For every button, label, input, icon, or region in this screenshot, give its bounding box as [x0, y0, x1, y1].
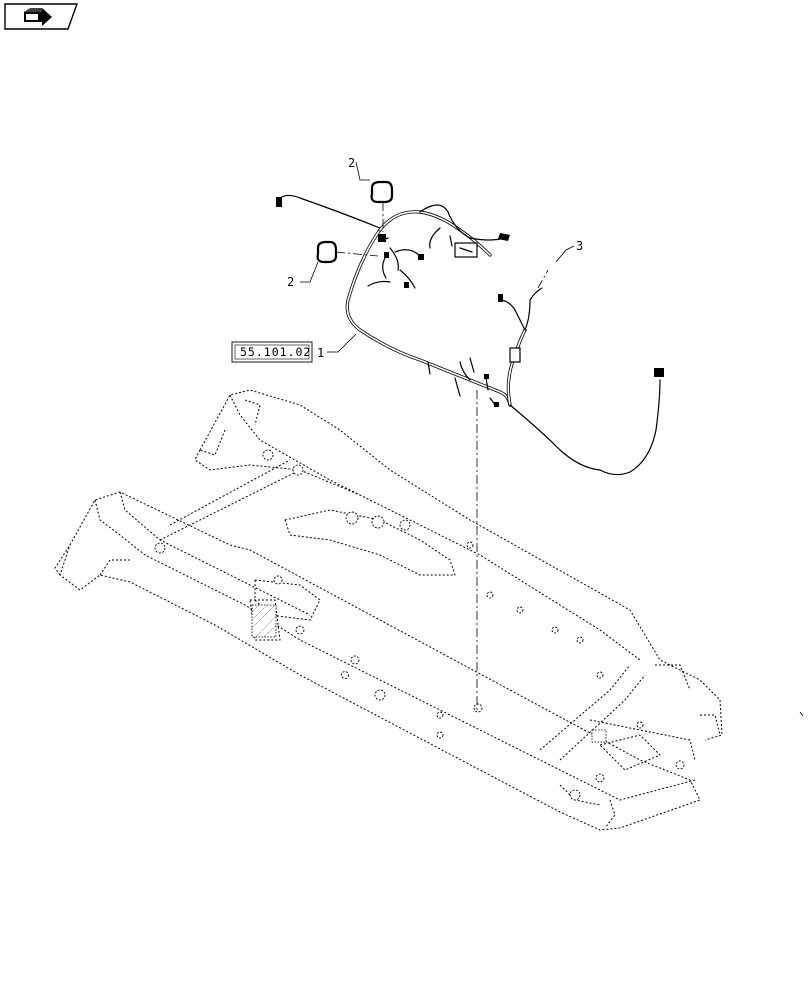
reference-label: 55.101.02 — [240, 345, 311, 359]
leader-1 — [327, 333, 357, 353]
grommet-upper — [370, 180, 394, 204]
chassis-frame — [54, 389, 723, 831]
assembly-line-grommet-lower — [335, 251, 379, 257]
wiring-harness — [276, 194, 664, 476]
callout-3: 3 — [576, 239, 583, 253]
reference-link[interactable]: 55.101.02 — [231, 341, 313, 363]
grommet-lower — [316, 240, 338, 264]
leader-2-upper — [355, 161, 370, 181]
callout-1: 1 — [317, 346, 324, 360]
assembly-line-item-3 — [537, 269, 549, 289]
arrow-right-icon — [24, 8, 52, 26]
leader-2-lower — [300, 261, 319, 283]
callout-2-lower: 2 — [287, 275, 294, 289]
callout-2-upper: 2 — [348, 156, 355, 170]
stray-mark — [799, 711, 804, 717]
leader-3 — [555, 245, 575, 263]
navigation-button[interactable] — [4, 3, 78, 30]
